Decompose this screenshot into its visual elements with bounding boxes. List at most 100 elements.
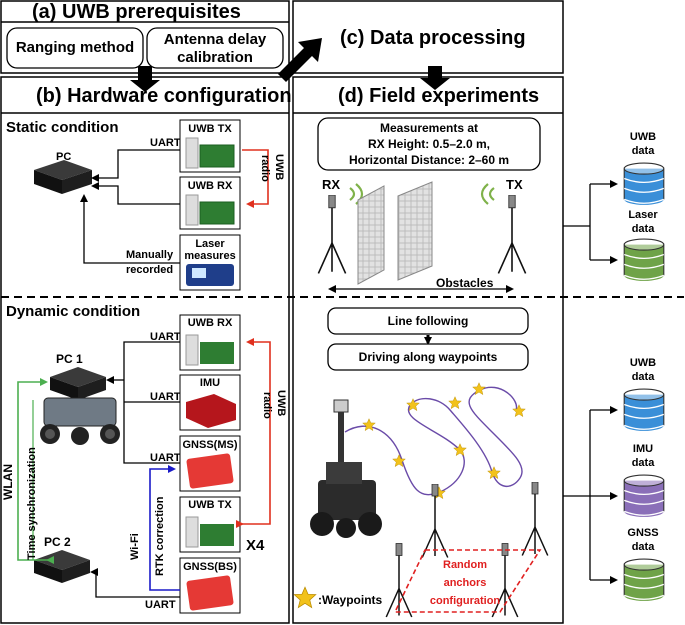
- out-gnss-1: GNSS: [627, 527, 659, 539]
- imu-label: IMU: [199, 377, 221, 389]
- tx-signal-icon: [480, 183, 495, 205]
- anchors-line-2: anchors: [443, 577, 487, 589]
- rx-label: RX: [322, 177, 341, 192]
- manually-label: Manually: [126, 249, 174, 261]
- uwb-radio-static: [242, 149, 269, 208]
- measure-line-3: Horizontal Distance: 2–60 m: [348, 153, 510, 167]
- measure-line-1: Measurements at: [379, 121, 479, 135]
- uart-line-tx: [91, 149, 180, 182]
- gnss-ms-label: GNSS(MS): [182, 439, 238, 451]
- pc2-label: PC 2: [44, 535, 71, 549]
- out-imu-2: data: [631, 457, 655, 469]
- static-output-bracket: [563, 183, 612, 261]
- dynamic-output-bracket: [563, 409, 612, 581]
- laser-device: [179, 234, 241, 291]
- waypoints-legend: :Waypoints: [318, 593, 383, 607]
- laser-label: Laser: [195, 238, 225, 250]
- driving-waypoints-box: [327, 343, 529, 371]
- anchors-line-3: configuration: [429, 595, 501, 607]
- arrow-c-to-d: [420, 66, 450, 90]
- ugv-robot: [310, 399, 382, 538]
- uart-label-static: UART: [150, 137, 181, 149]
- out-uwb-dyn-2: data: [631, 371, 655, 383]
- uwb-radio-static-label: UWB: [273, 154, 285, 181]
- uwb-tx-label: UWB TX: [188, 123, 232, 135]
- wlan-label: WLAN: [1, 464, 15, 500]
- robot-small: [40, 397, 120, 445]
- tx-tripod: [497, 195, 527, 275]
- uwb-radio-dyn-label: UWB: [275, 390, 287, 417]
- pc1-label: PC 1: [56, 352, 83, 366]
- imu-database-icon: [623, 474, 665, 518]
- uwb-database-icon: [623, 162, 665, 206]
- out-imu-1: IMU: [632, 443, 654, 455]
- uwb-radio-dynamic: [236, 338, 271, 528]
- measures-label: measures: [184, 250, 236, 262]
- obstacle-panel-1: [357, 185, 385, 285]
- waypoint-legend-icon: [293, 586, 317, 608]
- tx-label: TX: [506, 177, 523, 192]
- uwb-rx-static: [179, 176, 241, 230]
- uwb-rx-dyn-label: UWB RX: [187, 317, 233, 329]
- radio-static-label: radio: [259, 155, 271, 182]
- antenna-delay-label: Antenna delay: [163, 31, 267, 48]
- panel-d-title: (d) Field experiments: [338, 85, 540, 107]
- anchor-region: [393, 549, 542, 613]
- uwb-dyn-database-icon: [623, 388, 665, 432]
- uart-label-gnss: UART: [150, 452, 181, 464]
- pc-static-label: PC: [56, 151, 72, 163]
- recorded-label: recorded: [126, 264, 174, 276]
- arrow-a-to-b: [130, 66, 160, 92]
- antenna-delay-box: [146, 27, 284, 69]
- gnss-database-icon: [623, 558, 665, 602]
- pc2: [34, 550, 90, 583]
- ranging-method-label: Ranging method: [15, 39, 135, 56]
- out-gnss-2: data: [631, 541, 655, 553]
- measurement-box: [317, 117, 541, 171]
- out-laser-1: Laser: [628, 209, 658, 221]
- rx-tripod: [317, 195, 347, 275]
- laser-database-icon: [623, 238, 665, 282]
- uwb-tx-dyn-label: UWB TX: [188, 499, 232, 511]
- pc-static: [34, 160, 92, 194]
- line-following-label: Line following: [387, 314, 469, 328]
- panel-a-title: (a) UWB prerequisites: [32, 1, 241, 23]
- uart-line-pc2: [90, 568, 180, 598]
- uart-label-imu: UART: [150, 391, 181, 403]
- out-uwb-static-2: data: [631, 145, 655, 157]
- gnss-ms-device: [179, 435, 241, 492]
- wifi-label: Wi-Fi: [129, 533, 141, 560]
- panel-b-title: (b) Hardware configuration: [36, 85, 292, 107]
- measure-line-2: RX Height: 0.5–2.0 m,: [367, 137, 491, 151]
- pc1: [50, 367, 106, 400]
- driving-label: Driving along waypoints: [358, 350, 498, 364]
- uwb-tx-static: [179, 119, 241, 173]
- imu-device: [179, 374, 241, 431]
- rtk-label: RTK correction: [154, 496, 166, 576]
- manual-record-line: [80, 194, 180, 264]
- dynamic-heading: Dynamic condition: [6, 303, 141, 320]
- gnss-bs-label: GNSS(BS): [183, 561, 237, 573]
- gnss-bs-device: [179, 557, 241, 614]
- out-uwb-dyn-1: UWB: [629, 357, 657, 369]
- rtk-correction-line: [149, 465, 180, 591]
- uwb-rx-dynamic: [179, 314, 241, 371]
- panel-c-title: (c) Data processing: [340, 27, 526, 49]
- panel-a-frame: [0, 0, 290, 74]
- time-sync-label: Time synchronization: [26, 447, 38, 560]
- ranging-method-box: [6, 27, 144, 69]
- out-uwb-static-1: UWB: [629, 131, 657, 143]
- x4-label: X4: [246, 537, 265, 554]
- obstacle-panel-2: [397, 181, 433, 281]
- radio-dyn-label: radio: [261, 392, 273, 419]
- uart-line-rx: [91, 182, 180, 205]
- uwb-rx-label: UWB RX: [187, 180, 233, 192]
- uart-label-rx: UART: [150, 331, 181, 343]
- anchor-tripod-3: [385, 542, 413, 618]
- anchor-tripod-2: [521, 482, 549, 557]
- arrow-b-to-c: [278, 38, 322, 82]
- anchors-line-1: Random: [443, 559, 487, 571]
- uart-label-pc2: UART: [145, 599, 176, 611]
